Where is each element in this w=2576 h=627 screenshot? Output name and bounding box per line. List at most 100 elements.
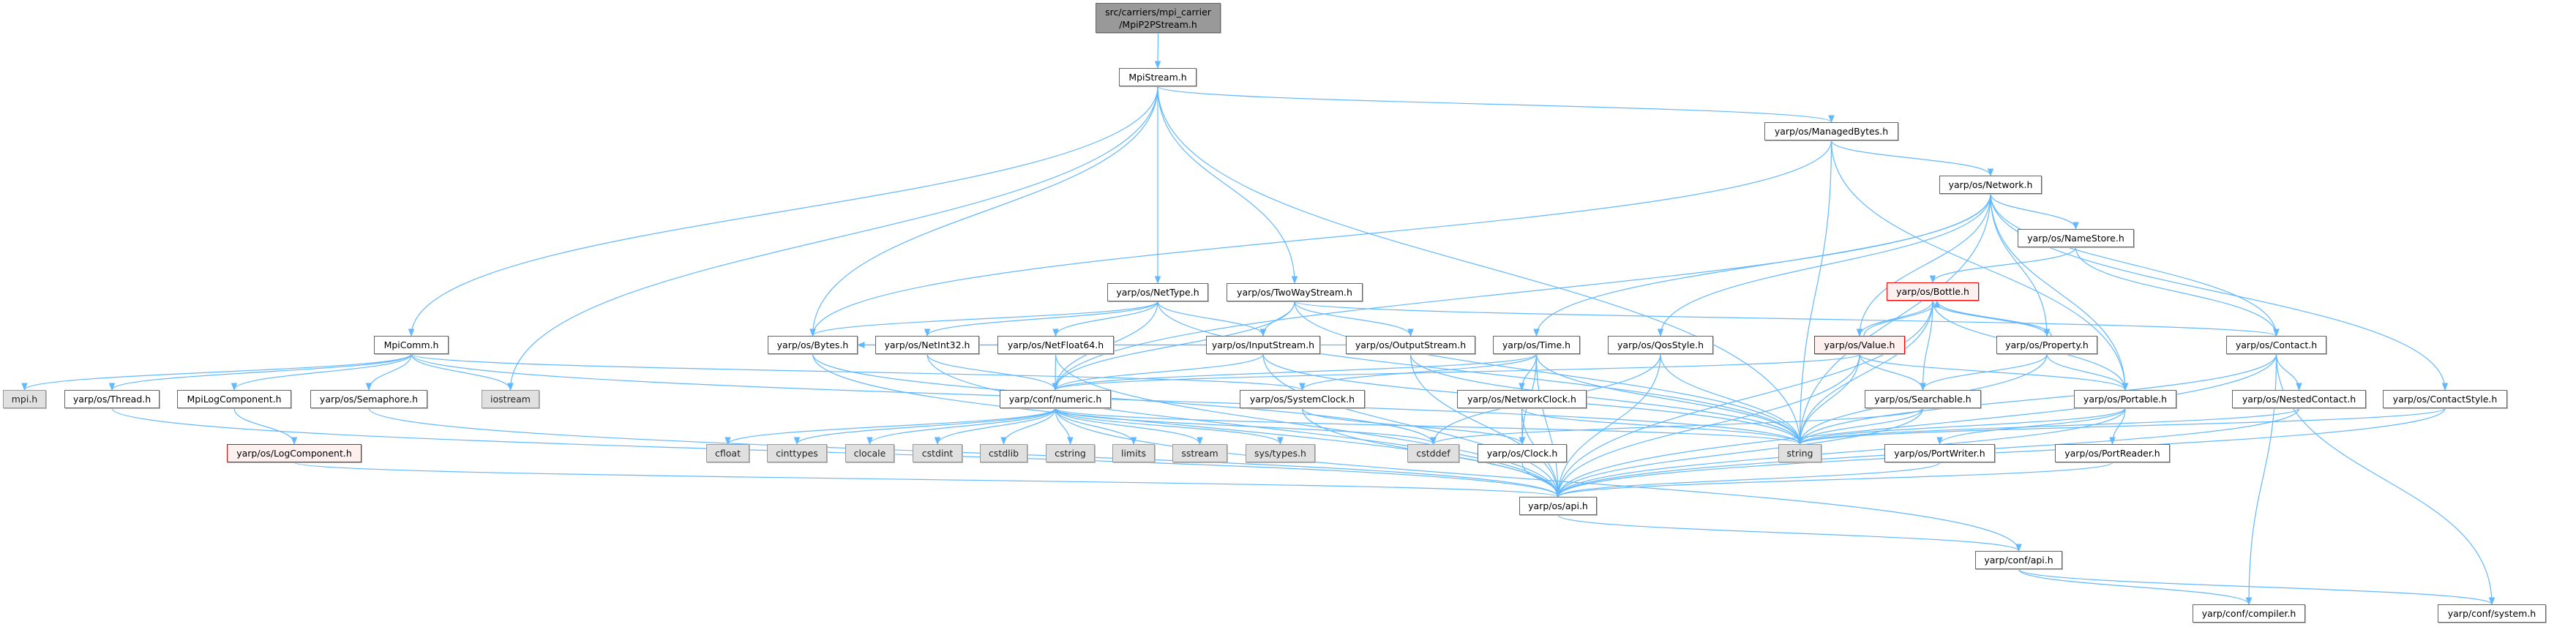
graph-node-thread[interactable]: yarp/os/Thread.h [64, 390, 160, 408]
edge-numeric-to-cfloat [724, 408, 1056, 446]
edge-inputstream-to-osapi [1262, 353, 1562, 498]
edge-mpistream-to-twoway [1157, 86, 1298, 285]
graph-node-network[interactable]: yarp/os/Network.h [1939, 176, 2042, 194]
graph-node-system[interactable]: yarp/conf/system.h [2438, 604, 2546, 623]
graph-node-sstream[interactable]: sstream [1172, 444, 1227, 462]
edge-netfloat64-to-numeric [1052, 353, 1059, 391]
edge-netfloat64-to-osapi [1055, 353, 1562, 498]
edge-property-to-portable [2046, 353, 2129, 391]
graph-node-string[interactable]: string [1778, 444, 1821, 462]
graph-node-nettype[interactable]: yarp/os/NetType.h [1107, 283, 1208, 301]
graph-node-netfloat64[interactable]: yarp/os/NetFloat64.h [997, 336, 1114, 354]
edge-mpicomm-to-systemclock [411, 353, 1306, 391]
edge-portreader-to-osapi [1554, 462, 2113, 498]
edge-mpistream-to-iostream [507, 86, 1158, 391]
graph-node-iostream[interactable]: iostream [482, 390, 539, 408]
edge-mpilog-to-logcomp [233, 408, 298, 446]
graph-node-cstdlib[interactable]: cstdlib [980, 444, 1027, 462]
edge-value-to-string [1797, 353, 1860, 446]
edge-contact-to-string [1797, 353, 2277, 446]
graph-node-twoway[interactable]: yarp/os/TwoWayStream.h [1227, 283, 1363, 301]
graph-node-mpi[interactable]: mpi.h [3, 390, 46, 408]
edge-numeric-to-systypes [1055, 408, 1284, 446]
edge-nettype-to-inputstream [1157, 301, 1267, 337]
graph-node-cstdint[interactable]: cstdint [913, 444, 962, 462]
graph-node-semaphore[interactable]: yarp/os/Semaphore.h [310, 390, 427, 408]
edge-nettype-to-netint32 [924, 301, 1158, 337]
edge-mpicomm-to-semaphore [365, 353, 412, 391]
graph-node-cfloat[interactable]: cfloat [706, 444, 749, 462]
edge-systemclock-to-clock [1301, 408, 1526, 446]
graph-node-compiler[interactable]: yarp/conf/compiler.h [2193, 604, 2305, 623]
edge-value-to-portable [1859, 353, 2129, 391]
graph-node-systypes[interactable]: sys/types.h [1246, 444, 1315, 462]
edge-network-to-portable [1990, 193, 2129, 391]
edge-bottle-to-property [1932, 300, 2051, 337]
edge-thread-to-osapi [111, 408, 1562, 498]
edge-bottle-to-string [1797, 300, 1933, 446]
graph-node-limits[interactable]: limits [1112, 444, 1155, 462]
edge-managedbytes-to-bytes [809, 140, 1832, 337]
graph-node-osapi[interactable]: yarp/os/api.h [1519, 497, 1597, 515]
graph-node-root[interactable]: src/carriers/mpi_carrier /MpiP2PStream.h [1096, 3, 1221, 33]
edge-value-to-bottle [1863, 299, 1941, 337]
graph-node-cstddef[interactable]: cstddef [1407, 444, 1459, 462]
edge-network-to-contactstyle [1990, 193, 2449, 391]
graph-node-searchable[interactable]: yarp/os/Searchable.h [1865, 390, 1981, 408]
graph-node-time[interactable]: yarp/os/Time.h [1493, 336, 1580, 354]
edge-nestedcontact-to-string [1797, 408, 2300, 446]
graph-node-clocale[interactable]: clocale [845, 444, 894, 462]
edge-mpistream-to-bytes [809, 86, 1158, 337]
graph-node-cstring[interactable]: cstring [1046, 444, 1095, 462]
edge-property-to-bottle [1933, 299, 2052, 337]
edge-nettype-to-string [1157, 301, 1803, 446]
graph-node-clock[interactable]: yarp/os/Clock.h [1478, 444, 1567, 462]
graph-node-inputstream[interactable]: yarp/os/InputStream.h [1206, 336, 1320, 354]
graph-node-bytes[interactable]: yarp/os/Bytes.h [768, 336, 858, 354]
graph-node-property[interactable]: yarp/os/Property.h [1996, 336, 2097, 354]
edge-bottle-to-searchable [1920, 300, 1933, 391]
graph-node-mpicomm[interactable]: MpiComm.h [374, 336, 449, 354]
graph-node-systemclock[interactable]: yarp/os/SystemClock.h [1240, 390, 1365, 408]
graph-node-contact[interactable]: yarp/os/Contact.h [2226, 336, 2326, 354]
graph-node-cinttypes[interactable]: cinttypes [767, 444, 827, 462]
graph-node-mpistream[interactable]: MpiStream.h [1119, 68, 1197, 86]
graph-node-numeric[interactable]: yarp/conf/numeric.h [1000, 390, 1111, 408]
graph-node-networkclock[interactable]: yarp/os/NetworkClock.h [1457, 390, 1587, 408]
edge-bytes-to-cstddef [812, 353, 1437, 446]
edge-mpicomm-to-mpilog [231, 353, 412, 391]
edge-network-to-qos [1657, 193, 1991, 337]
graph-node-nestedcontact[interactable]: yarp/os/NestedContact.h [2232, 390, 2366, 408]
edge-managedbytes-to-string [1797, 140, 1832, 446]
edge-nettype-to-netfloat64 [1052, 301, 1158, 337]
edge-outputstream-to-osapi [1409, 353, 1562, 498]
edge-namestore-to-contact [2075, 247, 2280, 337]
graph-node-confapi[interactable]: yarp/conf/api.h [1975, 551, 2062, 569]
edge-mpistream-to-mpicomm [408, 86, 1158, 337]
graph-node-managedbytes[interactable]: yarp/os/ManagedBytes.h [1764, 122, 1898, 140]
edge-twoway-to-outputstream [1294, 301, 1414, 337]
edge-numeric-to-confapi [1055, 408, 2022, 552]
graph-node-value[interactable]: yarp/os/Value.h [1814, 336, 1905, 354]
edge-network-to-contact [1990, 193, 2280, 337]
edge-bottle-to-osapi [1554, 300, 1933, 498]
graph-node-logcomp[interactable]: yarp/os/LogComponent.h [227, 444, 362, 462]
edge-searchable-to-cstddef [1430, 408, 1924, 446]
graph-node-outputstream[interactable]: yarp/os/OutputStream.h [1346, 336, 1475, 354]
graph-node-bottle[interactable]: yarp/os/Bottle.h [1887, 282, 1979, 301]
edge-numeric-to-sstream [1055, 408, 1203, 446]
edge-contact-to-nestedcontact [2275, 353, 2302, 391]
graph-node-netint32[interactable]: yarp/os/NetInt32.h [875, 336, 979, 354]
graph-node-contactstyle[interactable]: yarp/os/ContactStyle.h [2383, 390, 2507, 408]
edge-contact-to-osapi [1554, 353, 2277, 498]
graph-node-portable[interactable]: yarp/os/Portable.h [2074, 390, 2176, 408]
edge-mpistream-to-string [1157, 86, 1803, 446]
graph-node-namestore[interactable]: yarp/os/NameStore.h [2018, 229, 2134, 247]
graph-node-portwriter[interactable]: yarp/os/PortWriter.h [1884, 444, 1995, 462]
graph-node-portreader[interactable]: yarp/os/PortReader.h [2055, 444, 2170, 462]
graph-node-mpilog[interactable]: MpiLogComponent.h [177, 390, 291, 408]
edge-qos-to-osapi [1554, 353, 1661, 498]
graph-node-qos[interactable]: yarp/os/QosStyle.h [1608, 336, 1713, 354]
edge-time-to-osapi [1535, 353, 1562, 498]
